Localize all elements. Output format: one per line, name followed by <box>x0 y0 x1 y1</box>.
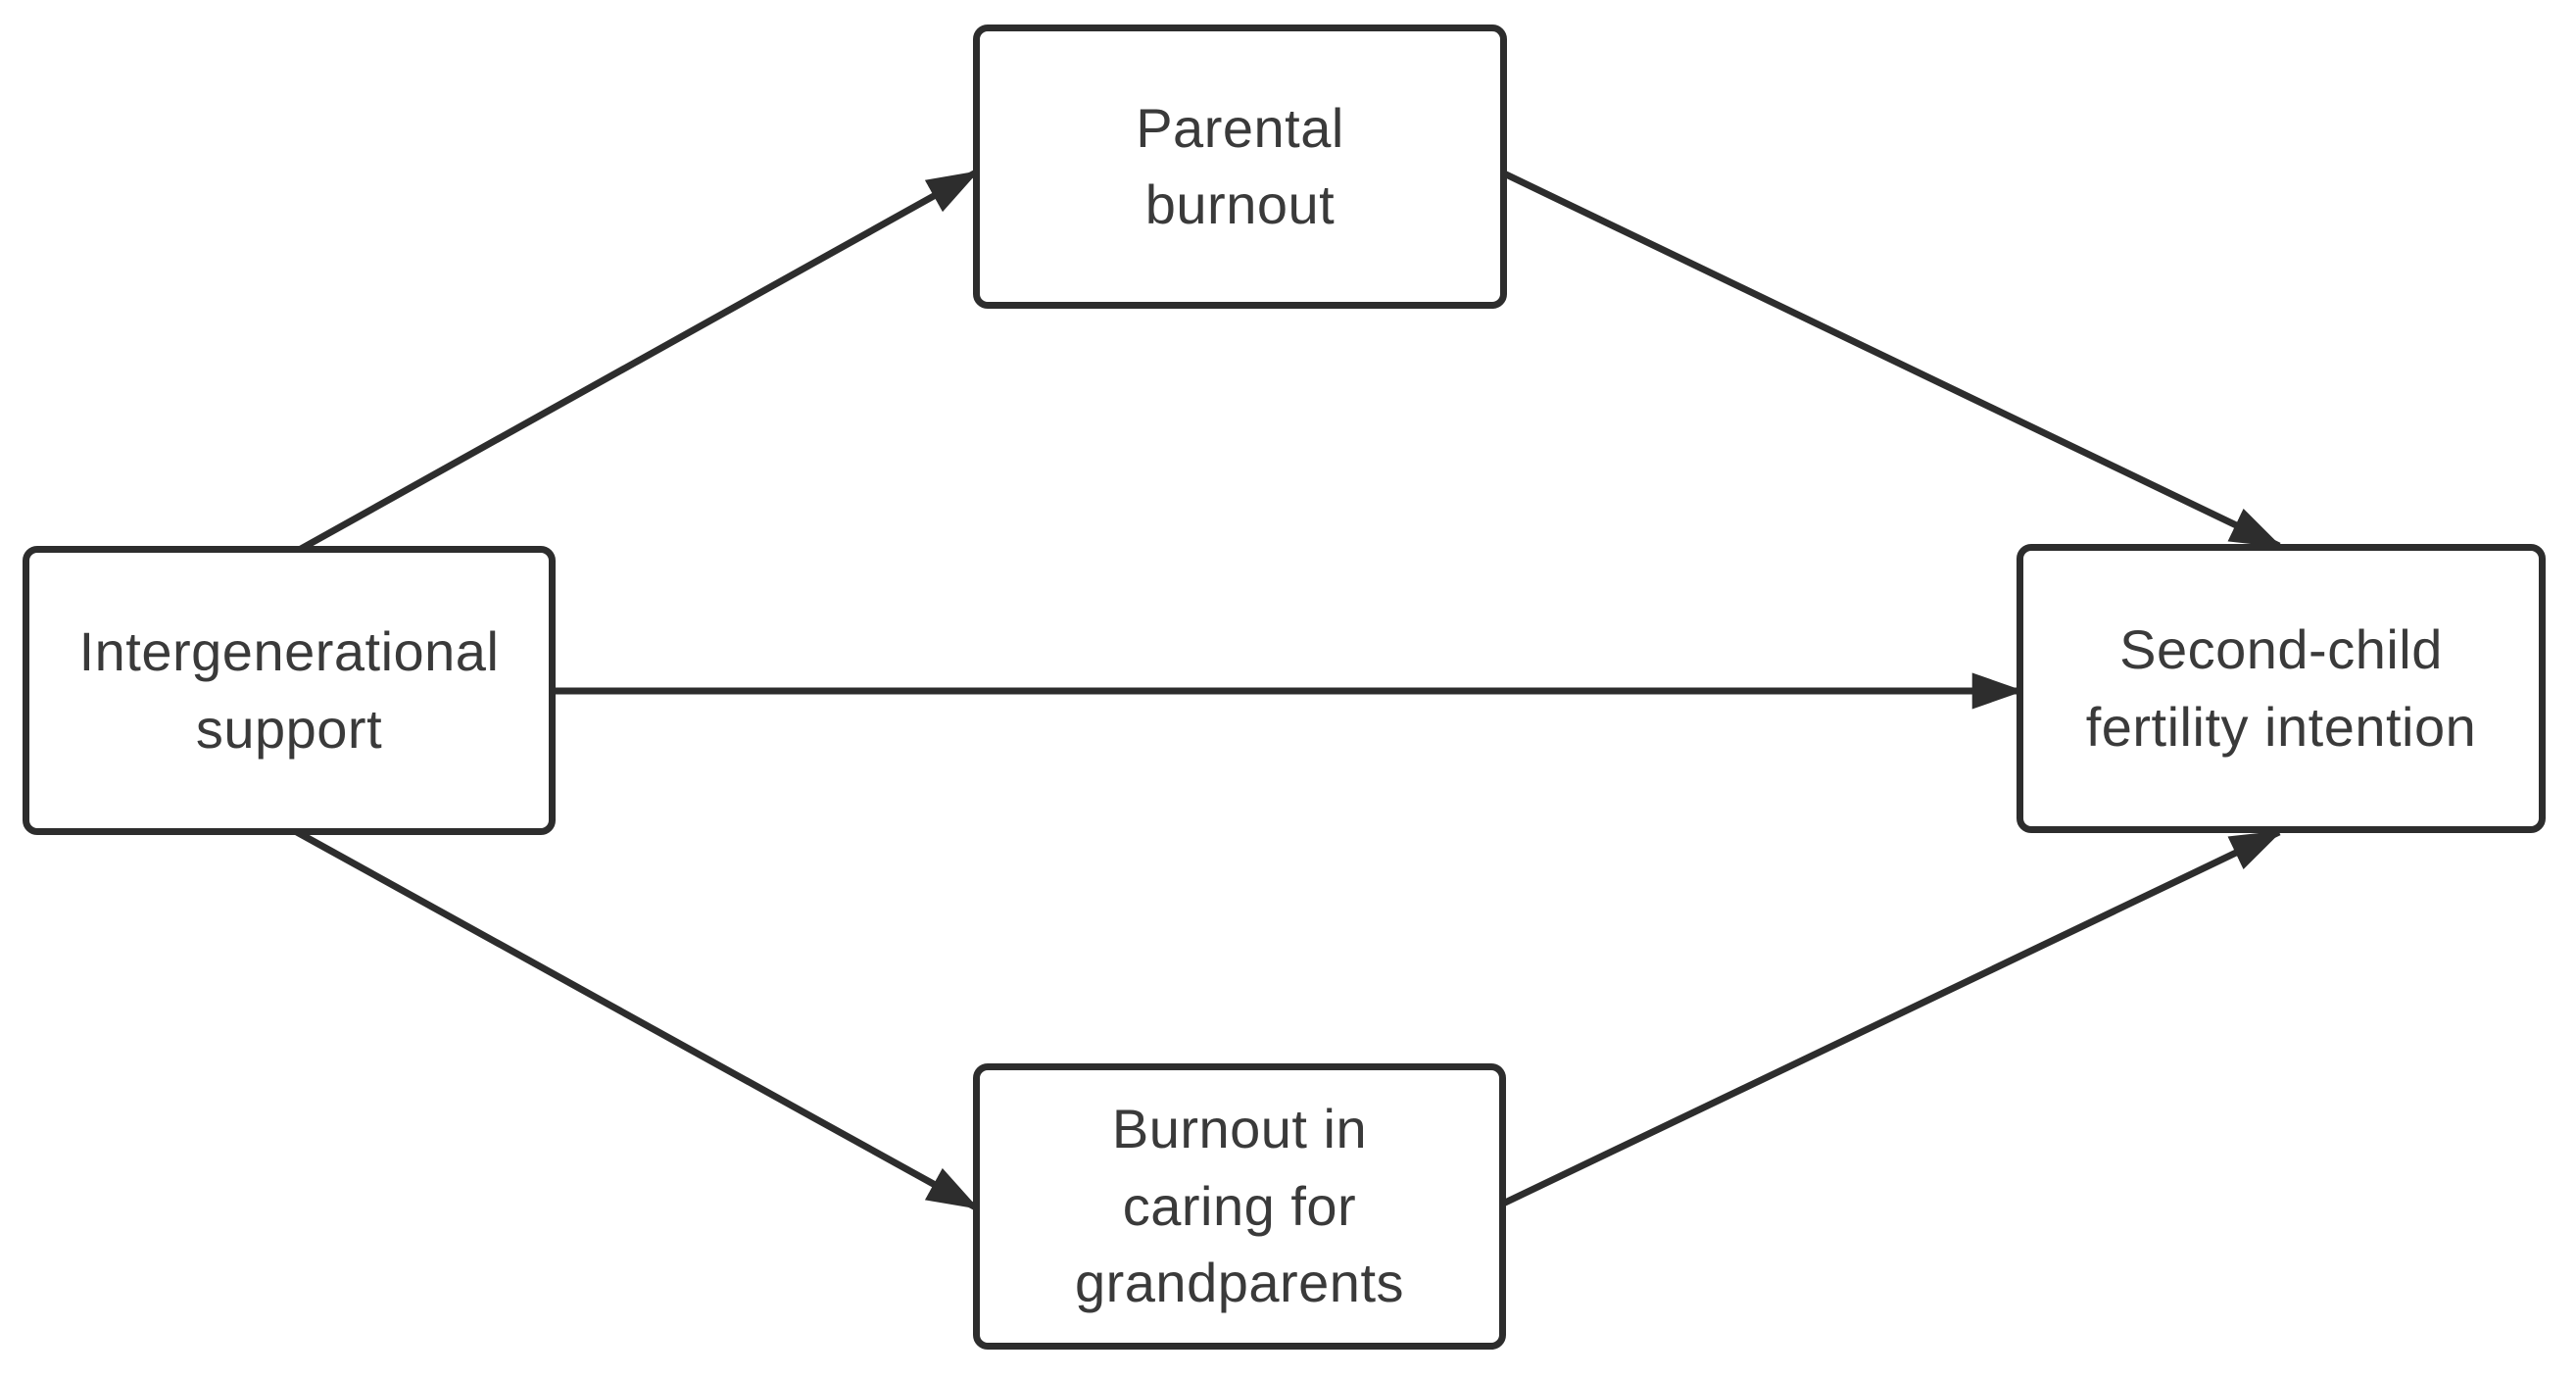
node-parental-burnout: Parental burnout <box>973 25 1507 309</box>
edge-support-to-grandparent-burnout <box>295 828 980 1211</box>
node-grandparent-care-burnout-label: Burnout in caring for grandparents <box>1074 1098 1404 1314</box>
node-intergenerational-support: Intergenerational support <box>23 546 556 835</box>
node-parental-burnout-label: Parental burnout <box>1136 96 1344 235</box>
node-intergenerational-support-label: Intergenerational support <box>78 620 500 760</box>
node-grandparent-care-burnout: Burnout in caring for grandparents <box>973 1063 1506 1350</box>
node-second-child-fertility-intention-label: Second-child fertility intention <box>2085 618 2477 758</box>
edge-parental-burnout-to-fertility-intention <box>1502 170 2283 550</box>
edge-grandparent-burnout-to-fertility-intention <box>1501 828 2283 1207</box>
node-second-child-fertility-intention: Second-child fertility intention <box>2017 544 2546 833</box>
edge-support-to-parental-burnout <box>299 169 980 553</box>
